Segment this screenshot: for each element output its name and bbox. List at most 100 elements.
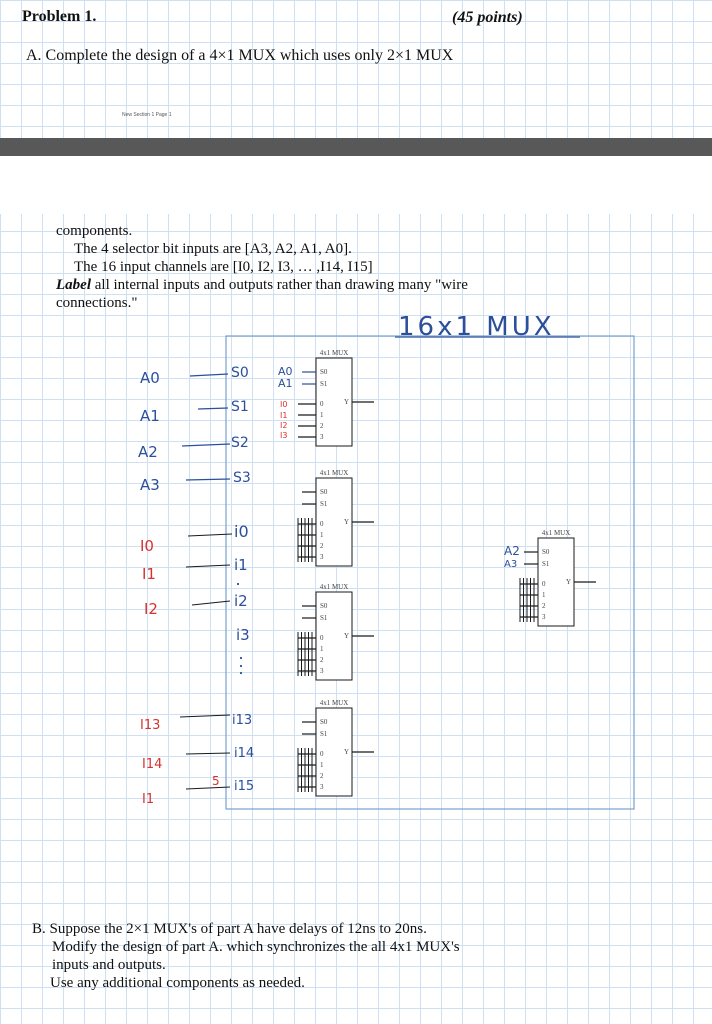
mux-final-pin-S0: S0 [542, 548, 550, 556]
selector-input-a0: A0 [140, 369, 160, 387]
mux-2-pin-in-0: 0 [320, 520, 324, 528]
final-mux-sel-a2: A2 [504, 544, 520, 558]
data-input-i14: I14 [142, 757, 162, 772]
selector-input-a1: A1 [140, 407, 160, 425]
mux-3-label: 4x1 MUX [320, 583, 349, 591]
stray-mark: 5 [212, 774, 220, 788]
part-b-line-1: B. Suppose the 2×1 MUX's of part A have … [32, 921, 427, 937]
selector-label-s3: S3 [233, 470, 251, 486]
selector-label-s1: S1 [231, 399, 249, 415]
components-line-5: connections." [56, 295, 138, 311]
internal-inputs: i0 i1 i2 i3 i13 i14 i15 5 [212, 522, 254, 794]
data-input-i13: I13 [140, 718, 160, 733]
part-a-prompt: A. Complete the design of a 4×1 MUX whic… [26, 47, 454, 64]
page-break-band [0, 138, 712, 156]
problem-title: Problem 1. [22, 8, 97, 25]
first-mux-data-labels: I0 I1 I2 I3 [280, 400, 287, 440]
mux-3-pin-in-1: 1 [320, 645, 324, 653]
selector-input-a2: A2 [138, 443, 158, 461]
first-mux-in-i2: I2 [280, 421, 287, 430]
components-line-1: components. [56, 223, 133, 239]
ellipsis-dots [236, 582, 243, 675]
mux-4-pin-in-2: 2 [320, 772, 324, 780]
mux-1-pin-in-1: 1 [320, 411, 324, 419]
mux-final-pin-in-2: 2 [542, 602, 546, 610]
part-b-line-3: inputs and outputs. [52, 957, 166, 973]
points-label: (45 points) [452, 9, 523, 26]
mux-final-pin-in-0: 0 [542, 580, 546, 588]
mux-3-pin-in-0: 0 [320, 634, 324, 642]
internal-input-i15: i15 [234, 779, 254, 794]
internal-input-i0: i0 [234, 522, 249, 541]
selector-wires [181, 373, 231, 481]
system-box [225, 335, 635, 810]
components-line-3: The 16 input channels are [I0, I2, I3, …… [74, 259, 373, 275]
internal-input-i3: i3 [236, 626, 250, 644]
mux-4-body [315, 707, 353, 797]
internal-input-i14: i14 [234, 746, 254, 761]
mux-3-pin-S0: S0 [320, 602, 328, 610]
data-input-i1: I1 [142, 565, 156, 583]
mux-final-label: 4x1 MUX [542, 529, 571, 537]
mux-1-pin-in-0: 0 [320, 400, 324, 408]
mux-final-pin-S1: S1 [542, 560, 550, 568]
data-inputs: I0 I1 I2 I13 I14 I1 [140, 537, 162, 807]
mux-2-pin-S1: S1 [320, 500, 328, 508]
internal-input-i2: i2 [234, 592, 248, 610]
first-mux-sel-a0: A0 [278, 365, 293, 378]
mux-4-pin-Y: Y [344, 748, 349, 756]
first-mux-in-i3: I3 [280, 431, 287, 440]
mux-4-pin-in-3: 3 [320, 783, 324, 791]
components-line-4: Label all internal inputs and outputs ra… [56, 276, 468, 294]
data-input-i0: I0 [140, 537, 154, 555]
internal-input-i13: i13 [232, 713, 252, 728]
first-mux-in-i0: I0 [280, 400, 287, 409]
mux-2-pin-S0: S0 [320, 488, 328, 496]
part-b-line-4: Use any additional components as needed. [50, 975, 305, 991]
mux-4-label: 4x1 MUX [320, 699, 349, 707]
final-mux-sel-a3: A3 [504, 559, 517, 570]
first-mux-sel-a1: A1 [278, 377, 293, 390]
mux-2-pin-in-1: 1 [320, 531, 324, 539]
selector-labels: S0 S1 S2 S3 [231, 365, 251, 486]
first-mux-labels: A0 A1 [278, 365, 293, 390]
mux-final-pin-Y: Y [566, 578, 571, 586]
mux-1-pin-S0: S0 [320, 368, 328, 376]
mux-3-pin-in-3: 3 [320, 667, 324, 675]
mux-4-pin-S1: S1 [320, 730, 328, 738]
selector-label-s2: S2 [231, 435, 249, 451]
mux-1-body [315, 357, 353, 447]
mux-3-body [315, 591, 353, 681]
mux-2-label: 4x1 MUX [320, 469, 349, 477]
mux-4-pin-S0: S0 [320, 718, 328, 726]
internal-input-i1: i1 [234, 556, 248, 574]
components-line-2: The 4 selector bit inputs are [A3, A2, A… [74, 241, 352, 257]
mux-1-pin-S1: S1 [320, 380, 328, 388]
part-b-line-2: Modify the design of part A. which synch… [52, 939, 460, 955]
mux-4-pin-in-0: 0 [320, 750, 324, 758]
mux-2-pin-in-3: 3 [320, 553, 324, 561]
mux-3-pin-S1: S1 [320, 614, 328, 622]
page-break-gap [0, 156, 712, 214]
data-input-i15: I1 [142, 792, 154, 807]
label-emphasis: Label [56, 277, 91, 293]
mux-2-pin-Y: Y [344, 518, 349, 526]
mux-1-pin-in-3: 3 [320, 433, 324, 441]
mux-4-pin-in-1: 1 [320, 761, 324, 769]
mux-1-pin-Y: Y [344, 398, 349, 406]
mux-2-pin-in-2: 2 [320, 542, 324, 550]
components-line-4-rest: all internal inputs and outputs rather t… [91, 277, 468, 293]
mux-1-label: 4x1 MUX [320, 349, 349, 357]
mux-final-body [537, 537, 575, 627]
page-footer: New Section 1 Page 1 [122, 112, 172, 118]
selector-label-s0: S0 [231, 365, 249, 381]
first-mux-in-i1: I1 [280, 411, 287, 420]
mux-3-pin-Y: Y [344, 632, 349, 640]
